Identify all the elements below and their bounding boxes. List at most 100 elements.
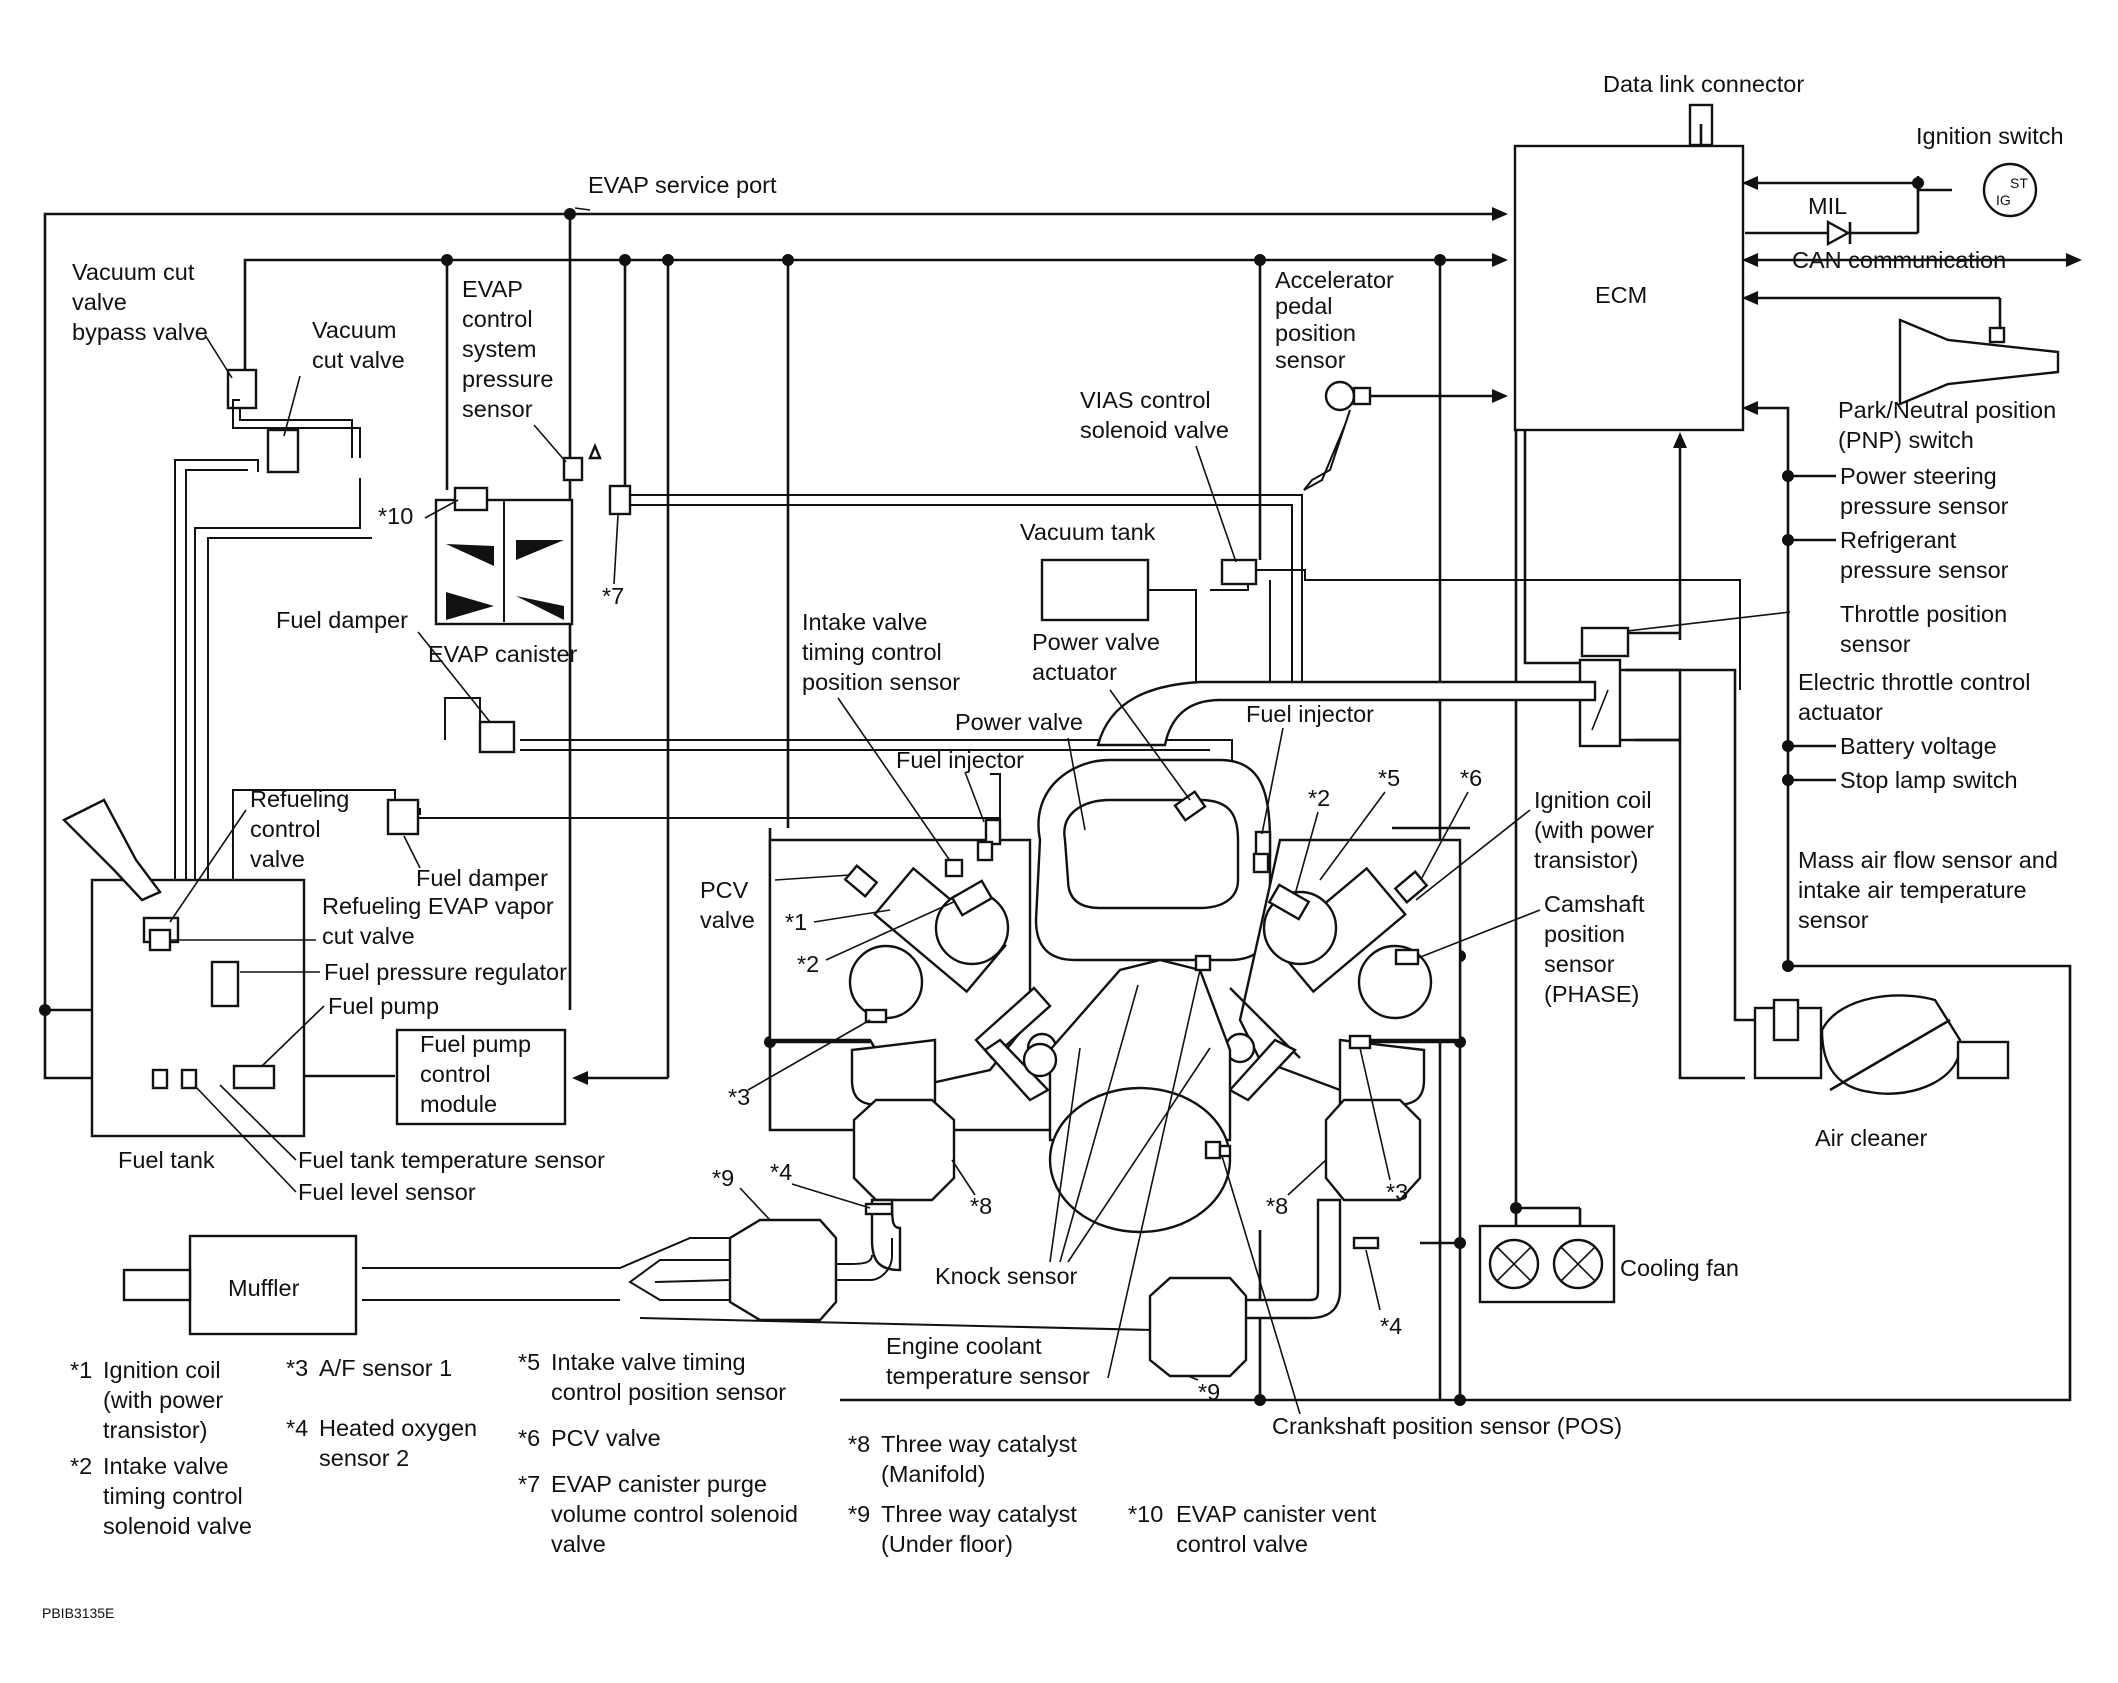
svg-text:*3: *3	[286, 1355, 308, 1381]
svg-text:EVAP canister purge: EVAP canister purge	[551, 1471, 767, 1497]
ref-5: *5	[1319, 765, 1400, 881]
svg-text:Air cleaner: Air cleaner	[1815, 1125, 1927, 1151]
svg-text:control: control	[250, 816, 321, 842]
muffler-label: Muffler	[228, 1275, 300, 1301]
svg-text:sensor: sensor	[1544, 951, 1615, 977]
svg-text:A/F sensor 1: A/F sensor 1	[319, 1355, 452, 1381]
svg-text:position sensor: position sensor	[802, 669, 960, 695]
svg-text:CAN communication: CAN communication	[1792, 247, 2006, 273]
svg-text:VIAS control: VIAS control	[1080, 387, 1211, 413]
svg-text:control position sensor: control position sensor	[551, 1379, 786, 1405]
svg-text:transistor): transistor)	[1534, 847, 1638, 873]
svg-text:*3: *3	[1386, 1179, 1408, 1205]
stop-lamp-switch: Stop lamp switch	[1840, 767, 2018, 793]
svg-text:actuator: actuator	[1798, 699, 1883, 725]
ref-6: *6	[1393, 765, 1482, 904]
ref-4-left: *4	[770, 1159, 871, 1209]
svg-text:Power valve: Power valve	[1032, 629, 1160, 655]
svg-text:Fuel damper: Fuel damper	[416, 865, 548, 891]
electric-throttle-control-actuator: Electric throttle control actuator	[1578, 658, 2030, 748]
legend-item-1: *1 Ignition coil (with power transistor)	[70, 1357, 223, 1443]
engine-block	[1022, 958, 1232, 1234]
svg-text:position: position	[1544, 921, 1625, 947]
svg-text:PCV valve: PCV valve	[551, 1425, 661, 1451]
crankshaft-position-sensor: Crankshaft position sensor (POS)	[1204, 1140, 1622, 1439]
svg-text:(with power: (with power	[103, 1387, 223, 1413]
svg-text:control: control	[462, 306, 533, 332]
fuel-pump: Fuel pump	[232, 993, 439, 1090]
svg-text:valve: valve	[250, 846, 305, 872]
svg-text:cut valve: cut valve	[322, 923, 415, 949]
svg-text:*6: *6	[1460, 765, 1482, 791]
svg-text:Fuel pump: Fuel pump	[420, 1031, 531, 1057]
exhaust-pipes: Muffler	[122, 1218, 1248, 1378]
fuel-tank: Fuel tank	[61, 798, 306, 1173]
svg-text:actuator: actuator	[1032, 659, 1117, 685]
svg-text:Accelerator: Accelerator	[1275, 267, 1394, 293]
svg-text:valve: valve	[551, 1531, 606, 1557]
svg-text:Three way catalyst: Three way catalyst	[881, 1501, 1077, 1527]
fuel-pump-control-module: Fuel pump control module	[395, 1028, 567, 1126]
engine-coolant-temperature-sensor: Engine coolant temperature sensor	[886, 954, 1212, 1389]
refueling-control-valve: Refueling control valve	[142, 786, 349, 944]
svg-text:(Under floor): (Under floor)	[881, 1531, 1013, 1557]
legend-item-4: *4 Heated oxygen sensor 2	[286, 1415, 477, 1471]
svg-text:Refueling: Refueling	[250, 786, 349, 812]
power-valve: Power valve	[955, 709, 1086, 831]
accelerator-pedal-position-sensor: Accelerator pedal position sensor	[1275, 267, 1394, 491]
svg-text:Throttle position: Throttle position	[1840, 601, 2007, 627]
svg-text:*5: *5	[1378, 765, 1400, 791]
svg-text:system: system	[462, 336, 536, 362]
svg-text:(PNP) switch: (PNP) switch	[1838, 427, 1974, 453]
legend-item-6: *6 PCV valve	[518, 1425, 661, 1451]
svg-text:Fuel level sensor: Fuel level sensor	[298, 1179, 476, 1205]
ref-9-right: *9	[1187, 1375, 1220, 1405]
fuel-pressure-regulator: Fuel pressure regulator	[210, 959, 567, 1008]
pnp-switch: Park/Neutral position (PNP) switch	[1838, 318, 2060, 453]
ref-3-left: *3	[728, 1019, 871, 1110]
svg-text:*1: *1	[785, 909, 807, 935]
svg-text:*4: *4	[1380, 1313, 1402, 1339]
svg-text:Refrigerant: Refrigerant	[1840, 527, 1957, 553]
figure-code: PBIB3135E	[42, 1605, 114, 1621]
svg-text:sensor 2: sensor 2	[319, 1445, 409, 1471]
svg-text:*9: *9	[848, 1501, 870, 1527]
intake-plenum	[1034, 680, 1597, 962]
evap-service-port: EVAP service port	[574, 172, 777, 211]
svg-text:Stop lamp switch: Stop lamp switch	[1840, 767, 2018, 793]
svg-text:(PHASE): (PHASE)	[1544, 981, 1639, 1007]
svg-text:position: position	[1275, 320, 1356, 346]
svg-text:Three way catalyst: Three way catalyst	[881, 1431, 1077, 1457]
ref-9-left: *9	[712, 1165, 771, 1221]
svg-text:EVAP: EVAP	[462, 276, 523, 302]
svg-text:Battery voltage: Battery voltage	[1840, 733, 1997, 759]
svg-text:pressure: pressure	[462, 366, 553, 392]
svg-text:pressure sensor: pressure sensor	[1840, 557, 2009, 583]
svg-text:ST: ST	[2010, 175, 2028, 191]
refrigerant-pressure-sensor: Refrigerant pressure sensor	[1840, 527, 2009, 583]
svg-text:*2: *2	[70, 1453, 92, 1479]
svg-text:*4: *4	[770, 1159, 792, 1185]
pcv-valve-label: PCV valve	[700, 864, 879, 933]
svg-text:IG: IG	[1996, 192, 2011, 208]
svg-text:Ignition coil: Ignition coil	[103, 1357, 221, 1383]
svg-text:*3: *3	[728, 1084, 750, 1110]
svg-text:Intake valve: Intake valve	[103, 1453, 228, 1479]
svg-text:*2: *2	[797, 951, 819, 977]
refueling-evap-vapor-cut-valve: Refueling EVAP vapor cut valve	[148, 893, 554, 952]
svg-text:*2: *2	[1308, 785, 1330, 811]
svg-text:valve: valve	[700, 907, 755, 933]
fuel-level-sensor: Fuel level sensor	[180, 1068, 476, 1205]
svg-text:Camshaft: Camshaft	[1544, 891, 1645, 917]
svg-text:valve: valve	[72, 289, 127, 315]
svg-text:Intake valve: Intake valve	[802, 609, 927, 635]
svg-text:Power steering: Power steering	[1840, 463, 1997, 489]
legend-item-3: *3 A/F sensor 1	[286, 1355, 452, 1381]
svg-text:control: control	[420, 1061, 491, 1087]
svg-text:*9: *9	[1198, 1379, 1220, 1405]
legend-item-5: *5 Intake valve timing control position …	[518, 1349, 786, 1405]
svg-text:temperature sensor: temperature sensor	[886, 1363, 1090, 1389]
vacuum-tank: Vacuum tank	[1020, 519, 1156, 622]
svg-text:*9: *9	[712, 1165, 734, 1191]
air-cleaner: Air cleaner	[1753, 994, 2010, 1151]
